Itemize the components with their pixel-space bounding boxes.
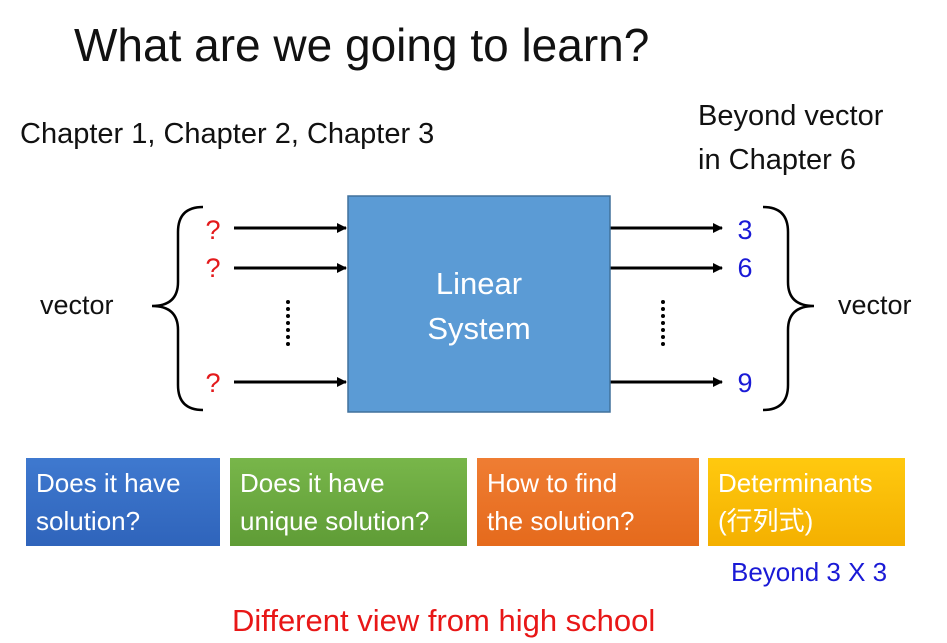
beyond-vector-line-1: Beyond vector <box>698 100 884 132</box>
system-label-line-2: System <box>427 311 530 346</box>
beyond-vector-label: Beyond vector in Chapter 6 <box>698 94 883 182</box>
topic-line: Determinants <box>718 468 873 498</box>
input-ellipsis <box>286 300 290 346</box>
system-label-line-1: Linear <box>436 266 522 301</box>
topic-unique-solution: Does it have unique solution? <box>230 458 467 546</box>
topic-determinants: Determinants (行列式) <box>708 458 905 546</box>
left-brace <box>151 205 204 412</box>
topic-line: How to find <box>487 468 618 498</box>
input-unknown: ? <box>205 215 220 245</box>
right-brace <box>762 205 815 412</box>
linear-system-box <box>347 195 611 413</box>
footer-note: Different view from high school <box>232 603 656 638</box>
topic-has-solution: Does it have solution? <box>26 458 220 546</box>
input-unknown: ? <box>205 253 220 283</box>
output-value: 9 <box>737 368 752 398</box>
beyond-vector-line-2: in Chapter 6 <box>698 144 856 176</box>
output-ellipsis <box>661 300 665 346</box>
page-title: What are we going to learn? <box>74 19 650 71</box>
topic-line: Does it have <box>36 468 181 498</box>
topic-line: unique solution? <box>240 506 430 536</box>
determinant-note: Beyond 3 X 3 <box>731 557 888 587</box>
topic-line: the solution? <box>487 506 635 536</box>
right-vector-label: vector <box>838 290 912 320</box>
topic-line: solution? <box>36 506 141 536</box>
topic-line: Does it have <box>240 468 385 498</box>
left-vector-label: vector <box>40 290 114 320</box>
output-value: 3 <box>737 215 752 245</box>
output-value: 6 <box>737 253 752 283</box>
topic-find-solution: How to find the solution? <box>477 458 699 546</box>
chapters-label: Chapter 1, Chapter 2, Chapter 3 <box>20 118 435 150</box>
linear-system-diagram: Linear System vector vector ? ? ? 3 6 9 <box>40 195 912 413</box>
input-unknown: ? <box>205 368 220 398</box>
topic-line: (行列式) <box>718 506 814 536</box>
